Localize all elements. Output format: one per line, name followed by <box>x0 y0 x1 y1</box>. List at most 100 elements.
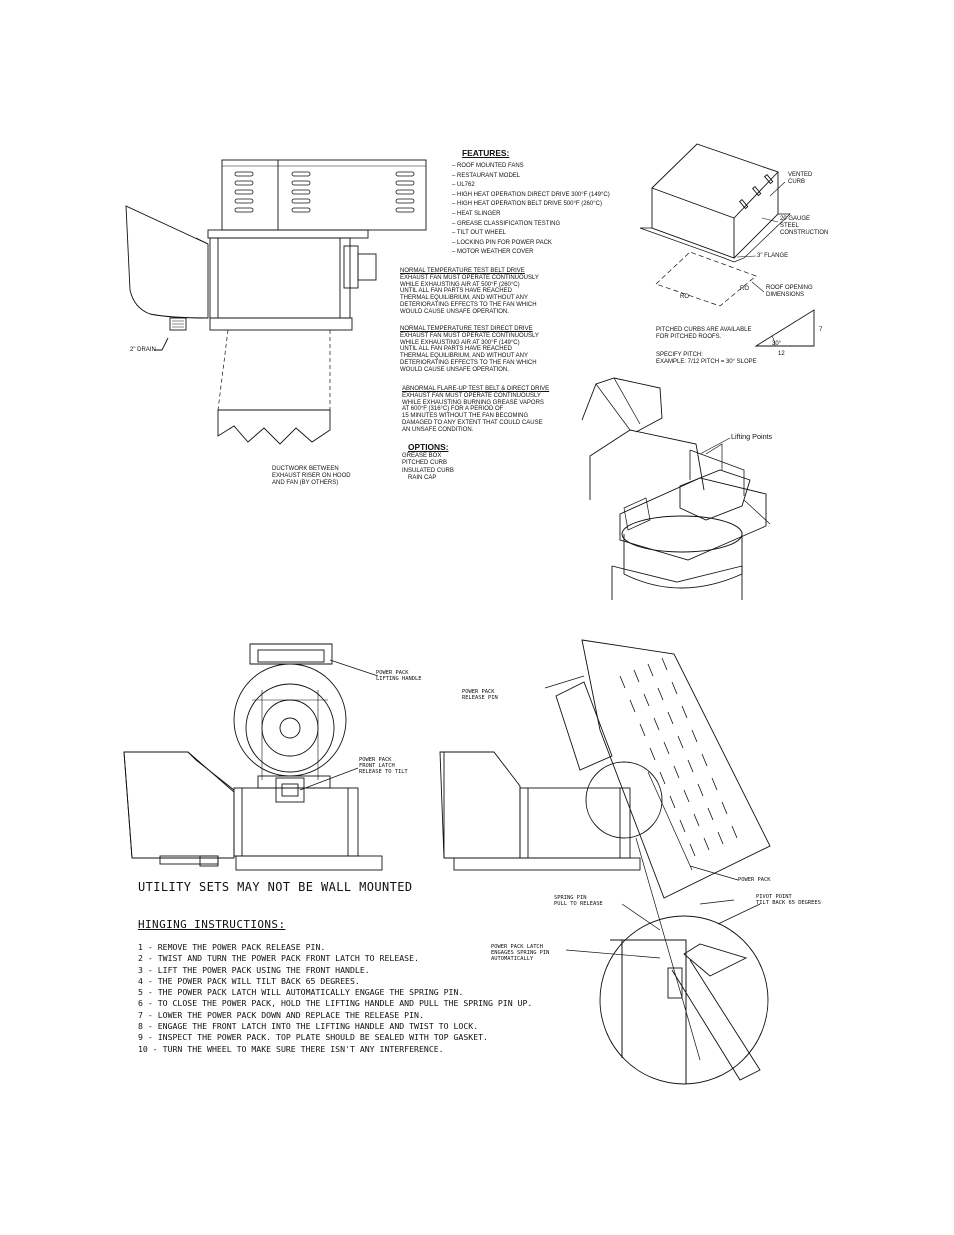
label-line: PULL TO RELEASE <box>554 901 603 908</box>
hinging-step: 9 - INSPECT THE POWER PACK. TOP PLATE SH… <box>138 1032 488 1043</box>
features-item: – UL762 <box>452 182 475 189</box>
hinge-front-view <box>123 643 383 871</box>
options-item: PITCHED CURB <box>402 460 448 467</box>
features-item: – TILT OUT WHEEL <box>452 230 506 237</box>
features-item: – HEAT SLINGER <box>452 210 501 217</box>
gauge-label: 20 GAUGE STEEL CONSTRUCTION <box>780 216 828 236</box>
specify-pitch-note: SPECIFY PITCH: EXAMPLE: 7/12 PITCH = 30°… <box>656 352 757 366</box>
hinging-step: 4 - THE POWER PACK WILL TILT BACK 65 DEG… <box>138 975 360 986</box>
label-line: RELEASE PIN <box>462 695 498 702</box>
options-heading: OPTIONS: <box>408 442 449 452</box>
features-heading: FEATURES: <box>462 148 510 158</box>
label-line: ENGAGES SPRING PIN <box>491 950 550 957</box>
test-direct-drive: NORMAL TEMPERATURE TEST DIRECT DRIVE EXH… <box>400 326 539 374</box>
hinging-step: 3 - LIFT THE POWER PACK USING THE FRONT … <box>138 964 370 975</box>
test-line: WHILE EXHAUSTING BURNING GREASE VAPORS <box>402 399 544 406</box>
hinging-heading: HINGING INSTRUCTIONS: <box>138 918 286 931</box>
front-latch-label: POWER PACK FRONT LATCH RELEASE TO TILT <box>359 757 408 776</box>
label-line: CURB <box>788 178 806 185</box>
options-item: GREASE BOX <box>402 453 442 459</box>
label-line: RELEASE TO TILT <box>359 769 408 776</box>
hinging-step: 10 - TURN THE WHEEL TO MAKE SURE THERE I… <box>138 1043 444 1054</box>
test-line: AT 600°F (316°C) FOR A PERIOD OF <box>402 406 504 413</box>
test-title: NORMAL TEMPERATURE TEST BELT DRIVE <box>400 268 525 274</box>
label-line: PIVOT POINT <box>756 894 792 900</box>
options-item: RAIN CAP <box>408 475 437 482</box>
features-list: – ROOF MOUNTED FANS – RESTAURANT MODEL –… <box>452 162 610 258</box>
test-line: DETERIORATING EFFECTS TO THE FAN WHICH <box>400 359 537 366</box>
label-line: 20 GAUGE <box>780 216 811 222</box>
test-line: UNTIL ALL FAN PARTS HAVE REACHED <box>400 346 512 353</box>
test-line: WHILE EXHAUSTING AIR AT 300°F (149°C) <box>400 339 520 346</box>
features-item: – HIGH HEAT OPERATION BELT DRIVE 500°F (… <box>452 201 602 208</box>
test-line: WHILE EXHAUSTING AIR AT 500°F (260°C) <box>400 281 520 288</box>
label-line: POWER PACK LATCH <box>491 944 543 950</box>
pivot-point-label: PIVOT POINT TILT BACK 65 DEGREES <box>756 894 821 906</box>
ro-label-1: RO <box>680 294 689 300</box>
ductwork-line: EXHAUST RISER ON HOOD <box>272 472 351 479</box>
utility-note: UTILITY SETS MAY NOT BE WALL MOUNTED <box>138 880 413 894</box>
label-line: DIMENSIONS <box>766 291 805 298</box>
test-flare-up: ABNORMAL FLARE-UP TEST BELT & DIRECT DRI… <box>402 386 549 434</box>
curb-drawing <box>639 143 815 347</box>
test-line: DETERIORATING EFFECTS TO THE FAN WHICH <box>400 301 537 308</box>
pitch-rise-label: 7 <box>819 327 823 333</box>
vented-curb-label: VENTED CURB <box>788 172 812 186</box>
roof-opening-label: ROOF OPENING DIMENSIONS <box>766 285 813 299</box>
test-line: THERMAL EQUILIBRIUM, AND WITHOUT ANY <box>400 353 529 360</box>
drain-label: 2" DRAIN <box>130 347 156 353</box>
power-pack-label: POWER PACK <box>738 877 771 883</box>
label-line: LIFTING HANDLE <box>376 676 422 683</box>
label-line: VENTED <box>788 172 813 178</box>
label-line: STEEL <box>780 222 800 229</box>
isometric-fan-drawing <box>581 377 771 600</box>
label-line: FRONT LATCH <box>359 763 395 770</box>
lifting-points-label: Lifting Points <box>731 432 773 441</box>
label-line: SPRING PIN <box>554 895 587 901</box>
fan-side-elevation <box>125 159 427 445</box>
pitch-angle-label: 30° <box>772 341 782 347</box>
label-line: SPECIFY PITCH: <box>656 352 703 358</box>
test-line: DAMAGED TO ANY EXTENT THAT COULD CAUSE <box>402 419 543 426</box>
ductwork-line: DUCTWORK BETWEEN <box>272 466 339 472</box>
label-line: AUTOMATICALLY <box>491 956 534 963</box>
spring-pin-label: SPRING PIN PULL TO RELEASE <box>554 895 603 907</box>
options-item: INSULATED CURB <box>402 467 454 474</box>
hinging-step: 7 - LOWER THE POWER PACK DOWN AND REPLAC… <box>138 1009 424 1020</box>
hinging-step: 2 - TWIST AND TURN THE POWER PACK FRONT … <box>138 953 419 964</box>
test-line: THERMAL EQUILIBRIUM, AND WITHOUT ANY <box>400 295 529 302</box>
hinging-step: 6 - TO CLOSE THE POWER PACK, HOLD THE LI… <box>138 998 533 1009</box>
test-belt-drive: NORMAL TEMPERATURE TEST BELT DRIVE EXHAU… <box>400 268 539 316</box>
release-pin-label: POWER PACK RELEASE PIN <box>462 689 498 701</box>
test-line: UNTIL ALL FAN PARTS HAVE REACHED <box>400 288 512 295</box>
label-line: POWER PACK <box>376 670 409 676</box>
ro-label-2: RO <box>740 286 749 292</box>
test-line: EXHAUST FAN MUST OPERATE CONTINUOUSLY <box>402 392 541 399</box>
hinging-steps: 1 - REMOVE THE POWER PACK RELEASE PIN. 2… <box>138 942 532 1055</box>
flange-label: 3" FLANGE <box>757 253 789 259</box>
features-item: – HIGH HEAT OPERATION DIRECT DRIVE 300°F… <box>452 191 610 198</box>
test-line: EXHAUST FAN MUST OPERATE CONTINUOUSLY <box>400 332 539 339</box>
features-item: – ROOF MOUNTED FANS <box>452 163 524 169</box>
hinging-step: 1 - REMOVE THE POWER PACK RELEASE PIN. <box>138 942 326 952</box>
test-line: AN UNSAFE CONDITION. <box>402 426 474 433</box>
hinge-tilted-view <box>439 639 771 1085</box>
label-line: FOR PITCHED ROOFS. <box>656 333 722 340</box>
test-line: 15 MINUTES WITHOUT THE FAN BECOMING <box>402 413 529 420</box>
lifting-handle-label: POWER PACK LIFTING HANDLE <box>376 670 421 682</box>
test-title: NORMAL TEMPERATURE TEST DIRECT DRIVE <box>400 326 533 332</box>
label-line: CONSTRUCTION <box>780 229 829 236</box>
options-list: GREASE BOX PITCHED CURB INSULATED CURB R… <box>402 453 454 483</box>
pitch-run-label: 12 <box>778 351 785 357</box>
pitched-curb-note: PITCHED CURBS ARE AVAILABLE FOR PITCHED … <box>656 327 751 341</box>
label-line: ROOF OPENING <box>766 285 813 291</box>
test-line: WOULD CAUSE UNSAFE OPERATION. <box>400 366 509 373</box>
label-line: TILT BACK 65 DEGREES <box>756 900 821 907</box>
hinging-step: 5 - THE POWER PACK LATCH WILL AUTOMATICA… <box>138 987 464 998</box>
label-line: EXAMPLE: 7/12 PITCH = 30° SLOPE <box>656 358 757 365</box>
label-line: POWER PACK <box>359 757 392 763</box>
features-item: – RESTAURANT MODEL <box>452 172 521 179</box>
ductwork-line: AND FAN (BY OTHERS) <box>272 479 339 486</box>
